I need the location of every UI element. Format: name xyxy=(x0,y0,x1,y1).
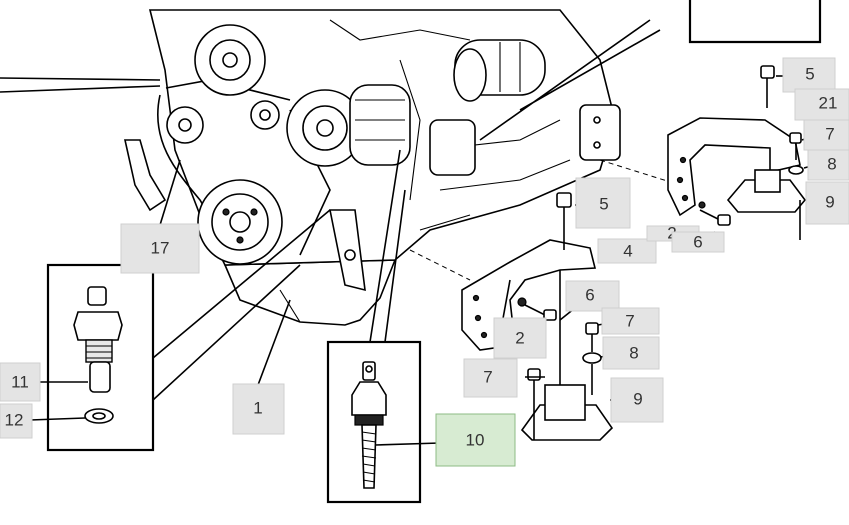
callout-9-upper[interactable]: 9 xyxy=(805,181,849,225)
callout-21[interactable]: 21 xyxy=(794,88,849,121)
svg-text:6: 6 xyxy=(693,232,702,251)
svg-text:12: 12 xyxy=(5,410,24,429)
svg-text:11: 11 xyxy=(11,372,29,391)
svg-text:10: 10 xyxy=(466,430,485,449)
callout-1[interactable]: 1 xyxy=(232,383,285,435)
svg-text:7: 7 xyxy=(483,367,492,386)
mount-lower-center xyxy=(409,192,614,441)
leader-line-diagonal xyxy=(479,19,661,141)
inset-frame-top xyxy=(688,0,822,44)
svg-text:4: 4 xyxy=(623,241,632,260)
callout-9-lower[interactable]: 9 xyxy=(610,377,664,423)
callout-5-lower[interactable]: 5 xyxy=(575,177,631,229)
callout-7-lower-right[interactable]: 7 xyxy=(601,307,660,335)
callout-8-lower[interactable]: 8 xyxy=(602,336,660,370)
inset-sender-10 xyxy=(326,149,422,504)
callout-8-upper[interactable]: 8 xyxy=(807,149,849,181)
callout-17[interactable]: 17 xyxy=(120,223,200,274)
svg-text:7: 7 xyxy=(825,124,834,143)
leader-line-top-left xyxy=(0,77,161,93)
callout-7-upper[interactable]: 7 xyxy=(803,119,849,151)
svg-text:2: 2 xyxy=(515,328,524,347)
svg-text:7: 7 xyxy=(625,311,634,330)
mount-upper-right xyxy=(599,65,807,240)
svg-text:6: 6 xyxy=(585,285,594,304)
callout-12[interactable]: 12 xyxy=(0,403,33,439)
callout-7-lower-left[interactable]: 7 xyxy=(463,358,518,398)
svg-text:8: 8 xyxy=(827,154,836,173)
svg-text:9: 9 xyxy=(633,389,642,408)
callout-10[interactable]: 10 xyxy=(435,413,516,467)
svg-text:8: 8 xyxy=(629,343,638,362)
svg-text:1: 1 xyxy=(253,398,262,417)
callout-2-lower[interactable]: 2 xyxy=(493,317,547,359)
svg-text:17: 17 xyxy=(151,238,170,257)
svg-text:21: 21 xyxy=(819,93,838,112)
svg-text:5: 5 xyxy=(599,194,608,213)
callout-6-lower[interactable]: 6 xyxy=(565,280,620,312)
svg-text:5: 5 xyxy=(805,64,814,83)
callout-11[interactable]: 11 xyxy=(0,362,41,402)
svg-text:9: 9 xyxy=(825,192,834,211)
callout-5-upper[interactable]: 5 xyxy=(782,57,836,93)
engine-illustration xyxy=(124,9,621,326)
callout-4[interactable]: 4 xyxy=(597,238,657,264)
callout-6-upper[interactable]: 6 xyxy=(671,231,725,253)
